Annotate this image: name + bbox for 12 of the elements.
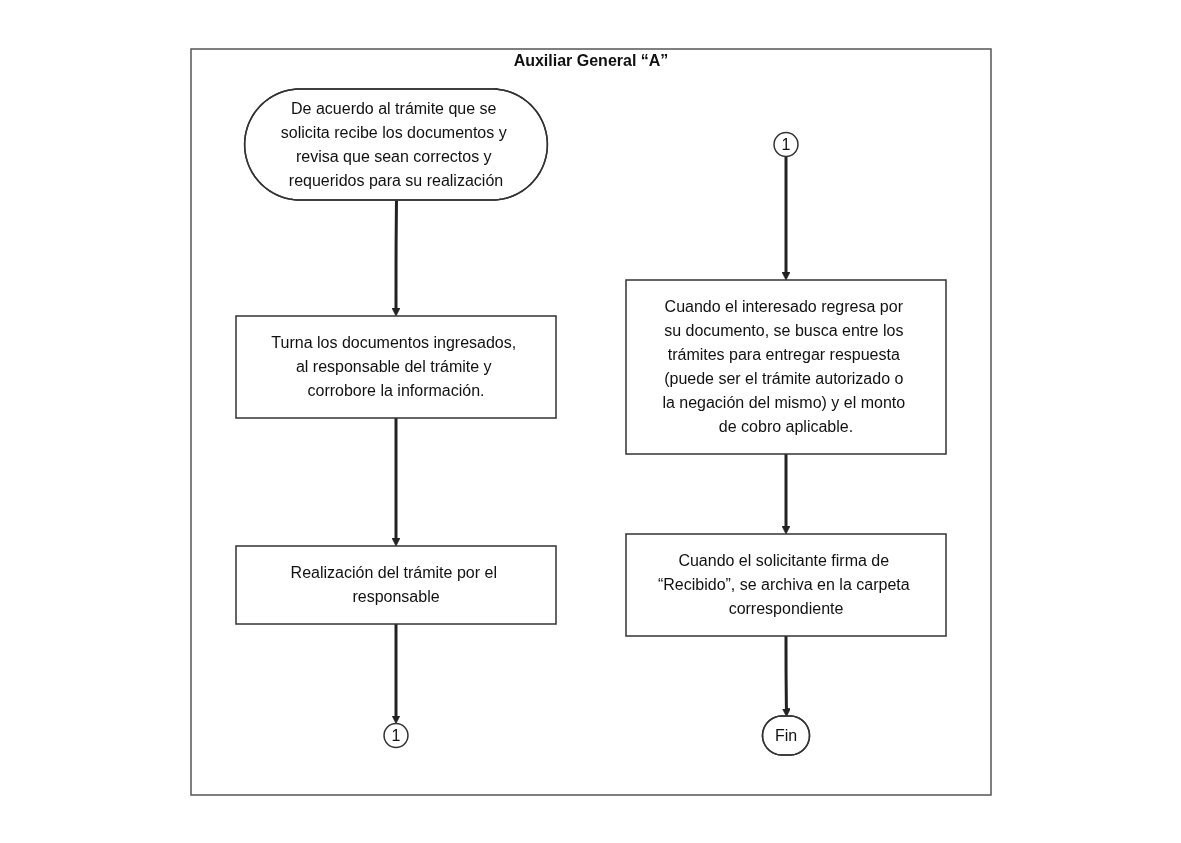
arrow xyxy=(781,155,790,280)
node-box: Realización del trámite por el responsable xyxy=(234,544,557,625)
arrow xyxy=(391,623,400,724)
arrow xyxy=(391,199,400,316)
node-circle: 1 xyxy=(772,131,799,157)
node-circle: 1 xyxy=(382,722,409,748)
arrow xyxy=(781,453,790,534)
node-box: Cuando el solicitante firma de “Recibido”, se archiva en la carpeta correspondiente xyxy=(624,532,947,637)
arrow xyxy=(781,635,791,717)
arrow xyxy=(391,417,400,546)
node-box: Turna los documentos ingresados, al responsable del trámite y corrobore la información. xyxy=(234,314,557,419)
node-box: Cuando el interesado regresa por su documento, se busca entre los trámites para entregar respuesta (puede ser el trámite autorizado o la negación del mismo) y el monto de cobro aplicable. xyxy=(624,278,947,455)
